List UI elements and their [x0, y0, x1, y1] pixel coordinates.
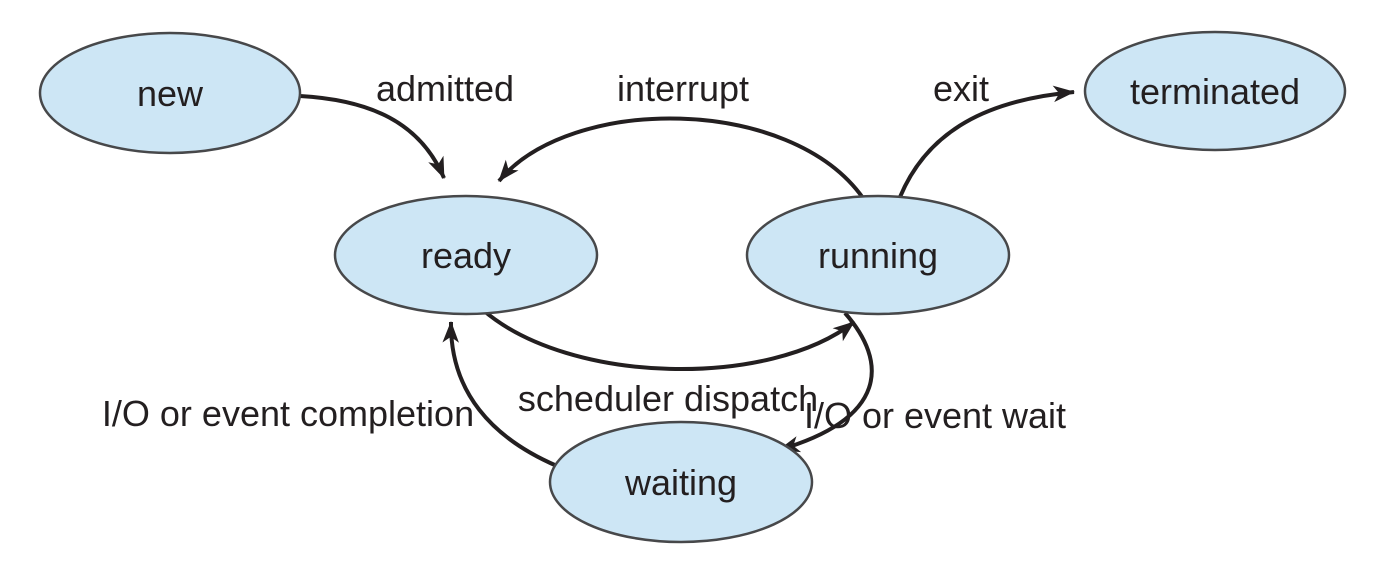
- state-terminated: terminated: [1083, 30, 1347, 152]
- state-new-label: new: [137, 73, 204, 114]
- states: new ready running waiting terminated: [38, 30, 1347, 544]
- state-waiting: waiting: [548, 420, 814, 544]
- state-new-ellipse: [38, 31, 302, 155]
- state-ready-label: ready: [421, 235, 511, 276]
- transition-exit-label: exit: [933, 68, 989, 109]
- state-terminated-ellipse: [1083, 30, 1347, 152]
- transition-exit-arrow: [898, 85, 1076, 198]
- state-running-label: running: [818, 235, 938, 276]
- transition-io-wait-arrow: [778, 311, 874, 453]
- transition-io-completion-arrow: [442, 320, 558, 468]
- state-ready-ellipse: [333, 194, 599, 316]
- state-running: running: [745, 194, 1011, 316]
- transitions: admitted interrupt exit scheduler dispat…: [102, 68, 1076, 468]
- state-new: new: [38, 31, 302, 155]
- state-terminated-label: terminated: [1130, 71, 1300, 112]
- transition-admitted-label: admitted: [376, 68, 514, 109]
- transition-io-completion-label: I/O or event completion: [102, 393, 474, 434]
- transition-scheduler-dispatch-arrow: [481, 308, 856, 372]
- state-ready: ready: [333, 194, 599, 316]
- state-running-ellipse: [745, 194, 1011, 316]
- transition-admitted-arrow: [299, 94, 446, 179]
- state-waiting-ellipse: [548, 420, 814, 544]
- transition-interrupt-label: interrupt: [617, 68, 749, 109]
- transition-scheduler-dispatch-label: scheduler dispatch: [518, 378, 818, 419]
- state-waiting-label: waiting: [624, 462, 737, 503]
- transition-io-wait-label: I/O or event wait: [804, 395, 1066, 436]
- transition-interrupt-arrow: [497, 116, 865, 200]
